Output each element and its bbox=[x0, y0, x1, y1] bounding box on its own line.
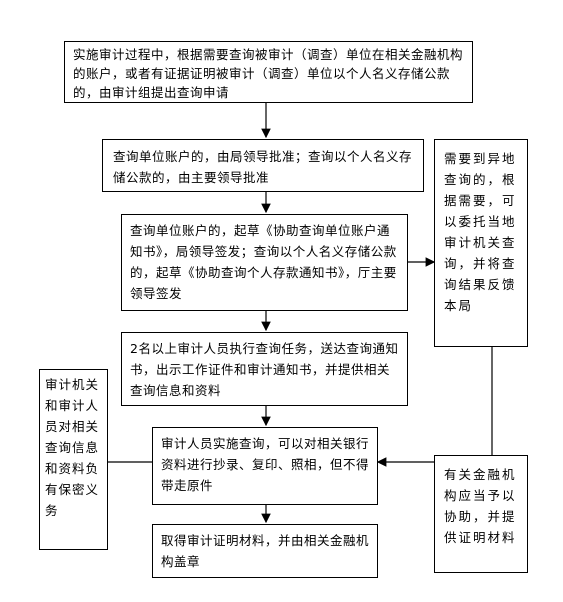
step1-apply-query: 实施审计过程中，根据需要查询被审计（调查）单位在相关金融机构的账户，或者有证据证… bbox=[64, 41, 473, 103]
step2-approval: 查询单位账户的，由局领导批准；查询以个人名义存储公款的，由主要领导批准 bbox=[102, 139, 424, 192]
confidentiality-note: 审计机关和审计人员对相关查询信息和资料负有保密义务 bbox=[39, 369, 108, 550]
remote-query-note: 需要到异地查询的，根据需要，可以委托当地审计机关查询，并将查询结果反馈本局 bbox=[434, 139, 528, 347]
step3-draft-notice: 查询单位账户的，起草《协助查询单位账户通知书》，局领导签发；查询以个人名义存储公… bbox=[121, 214, 408, 311]
step5-perform-query: 审计人员实施查询，可以对相关银行资料进行抄录、复印、照相，但不得带走原件 bbox=[152, 427, 378, 505]
step4-execute-query: 2名以上审计人员执行查询任务，送达查询通知书，出示工作证件和审计通知书，并提供相… bbox=[121, 332, 408, 406]
step6-obtain-evidence: 取得审计证明材料，并由相关金融机构盖章 bbox=[152, 524, 378, 578]
bank-assist-note: 有关金融机构应当予以协助，并提供证明材料 bbox=[434, 455, 528, 573]
